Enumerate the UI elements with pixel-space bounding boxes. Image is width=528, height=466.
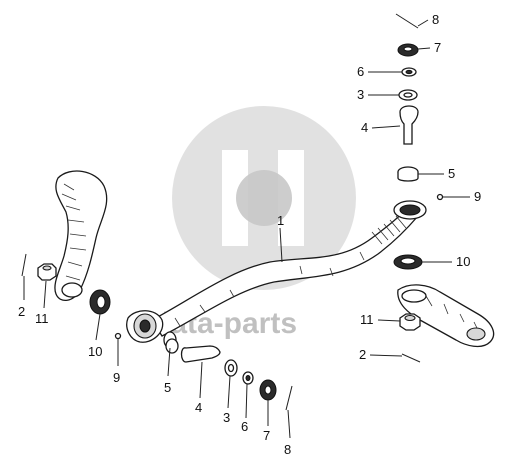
callout-5-right: 5 — [448, 166, 455, 181]
right-steering-arm — [397, 284, 495, 348]
callout-8-right: 8 — [432, 12, 439, 27]
callout-3-left: 3 — [223, 410, 230, 425]
callout-6-left: 6 — [241, 419, 248, 434]
leader-lines — [23, 19, 470, 439]
callout-10-left: 10 — [88, 344, 102, 359]
callout-7-right: 7 — [434, 40, 441, 55]
callout-5-left: 5 — [164, 380, 171, 395]
drag-link-tube — [126, 200, 427, 343]
callout-7-left: 7 — [263, 428, 270, 443]
left-steering-arm — [54, 170, 108, 301]
callout-2-right: 2 — [359, 347, 366, 362]
callout-4-right: 4 — [361, 120, 368, 135]
callout-6-right: 6 — [357, 64, 364, 79]
watermark-logo — [172, 106, 356, 290]
callout-2-left: 2 — [18, 304, 25, 319]
callout-8-left: 8 — [284, 442, 291, 457]
callout-9-right: 9 — [474, 189, 481, 204]
callout-10-right: 10 — [456, 254, 470, 269]
callout-1: 1 — [277, 213, 284, 228]
callout-4-left: 4 — [195, 400, 202, 415]
callout-9-left: 9 — [113, 370, 120, 385]
callout-labels: 1 2 3 4 5 6 7 8 9 10 11 2 11 10 9 5 4 3 … — [18, 12, 481, 457]
right-ball-joint-stack — [393, 13, 444, 363]
callout-3-right: 3 — [357, 87, 364, 102]
callout-11-right: 11 — [360, 312, 374, 327]
callout-11-left: 11 — [35, 311, 49, 326]
